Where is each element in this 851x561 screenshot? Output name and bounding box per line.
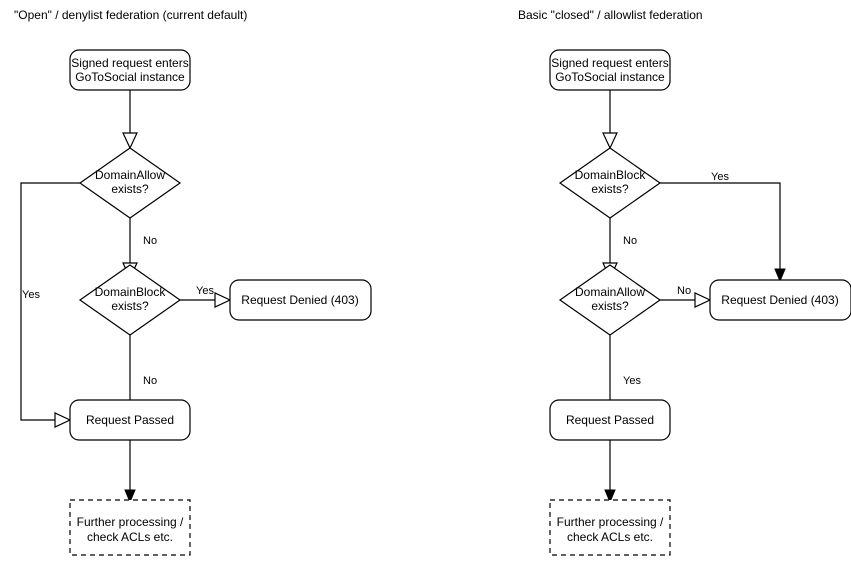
left-edge-entry-to-allow	[122, 90, 138, 150]
left-denied-node: Request Denied (403)	[229, 279, 372, 321]
left-decision2-label-line2: exists?	[111, 299, 149, 313]
right-further-label-line1: Further processing /	[557, 515, 664, 529]
right-passed-node: Request Passed	[549, 399, 671, 441]
left-decision-domainblock: DomainBlock exists?	[78, 264, 182, 336]
left-diagram-title: "Open" / denylist federation (current de…	[14, 8, 247, 22]
right-entry-label-line2: GoToSocial instance	[555, 70, 665, 84]
left-decision2-label-line1: DomainBlock	[95, 285, 167, 299]
right-edge-label-block-yes: Yes	[711, 171, 729, 183]
right-entry-node: Signed request enters GoToSocial instanc…	[549, 49, 671, 91]
left-passed-node: Request Passed	[69, 399, 191, 441]
right-further-label-line2: check ACLs etc.	[567, 530, 653, 544]
left-edge-passed-to-further	[124, 440, 136, 504]
right-edge-label-allow-yes: Yes	[623, 375, 641, 387]
left-entry-label-line2: GoToSocial instance	[75, 70, 185, 84]
right-decision-domainallow: DomainAllow exists?	[558, 264, 662, 336]
left-denied-label: Request Denied (403)	[241, 293, 358, 307]
right-edge-allow-no: No	[660, 285, 712, 308]
right-edge-label-allow-no: No	[677, 285, 691, 297]
arrowhead-open-icon	[602, 132, 618, 150]
right-edge-label-block-no: No	[623, 235, 637, 247]
right-edge-passed-to-further	[604, 440, 616, 504]
right-denied-node: Request Denied (403)	[709, 279, 851, 321]
left-further-node: Further processing / check ACLs etc.	[69, 499, 191, 556]
right-edge-block-yes: Yes	[660, 171, 786, 283]
left-decision1-label-line1: DomainAllow	[95, 168, 165, 182]
right-further-node: Further processing / check ACLs etc.	[549, 499, 671, 556]
left-denied-shape	[229, 279, 372, 321]
right-decision1-label-line2: exists?	[591, 182, 629, 196]
left-edge-label-allow-yes: Yes	[22, 289, 40, 301]
left-entry-label-line1: Signed request enters	[71, 56, 188, 70]
left-edge-allow-yes: Yes	[20, 182, 80, 428]
diagram-open-denylist: "Open" / denylist federation (current de…	[14, 8, 372, 556]
right-entry-label-line1: Signed request enters	[551, 56, 668, 70]
arrowhead-filled-icon	[774, 268, 786, 283]
right-denied-shape	[709, 279, 851, 321]
right-decision2-label-line2: exists?	[591, 299, 629, 313]
arrowhead-open-icon	[694, 292, 712, 308]
right-denied-label: Request Denied (403)	[721, 293, 838, 307]
left-edge-label-allow-no: No	[143, 235, 157, 247]
right-passed-label: Request Passed	[566, 413, 654, 427]
diagram-closed-allowlist: Basic "closed" / allowlist federation Si…	[518, 8, 851, 556]
right-decision-domainblock: DomainBlock exists?	[558, 147, 662, 219]
left-edge-label-block-yes: Yes	[196, 285, 214, 297]
left-edge-label-block-no: No	[143, 375, 157, 387]
left-entry-node: Signed request enters GoToSocial instanc…	[69, 49, 191, 91]
arrowhead-open-icon	[214, 292, 232, 308]
left-passed-label: Request Passed	[86, 413, 174, 427]
left-further-label-line2: check ACLs etc.	[87, 530, 173, 544]
arrowhead-filled-icon	[124, 489, 136, 504]
right-decision2-label-line1: DomainAllow	[575, 285, 645, 299]
arrowhead-open-icon	[54, 412, 72, 428]
right-decision1-label-line1: DomainBlock	[575, 168, 647, 182]
right-further-shape	[549, 499, 671, 556]
right-edge-entry-to-block	[602, 90, 618, 150]
left-decision1-label-line2: exists?	[111, 182, 149, 196]
arrowhead-filled-icon	[604, 489, 616, 504]
arrowhead-open-icon	[122, 132, 138, 150]
left-edge-block-yes: Yes	[180, 285, 232, 308]
right-diagram-title: Basic "closed" / allowlist federation	[518, 8, 703, 22]
left-decision-domainallow: DomainAllow exists?	[78, 147, 182, 219]
left-further-label-line1: Further processing /	[77, 515, 184, 529]
left-further-shape	[69, 499, 191, 556]
